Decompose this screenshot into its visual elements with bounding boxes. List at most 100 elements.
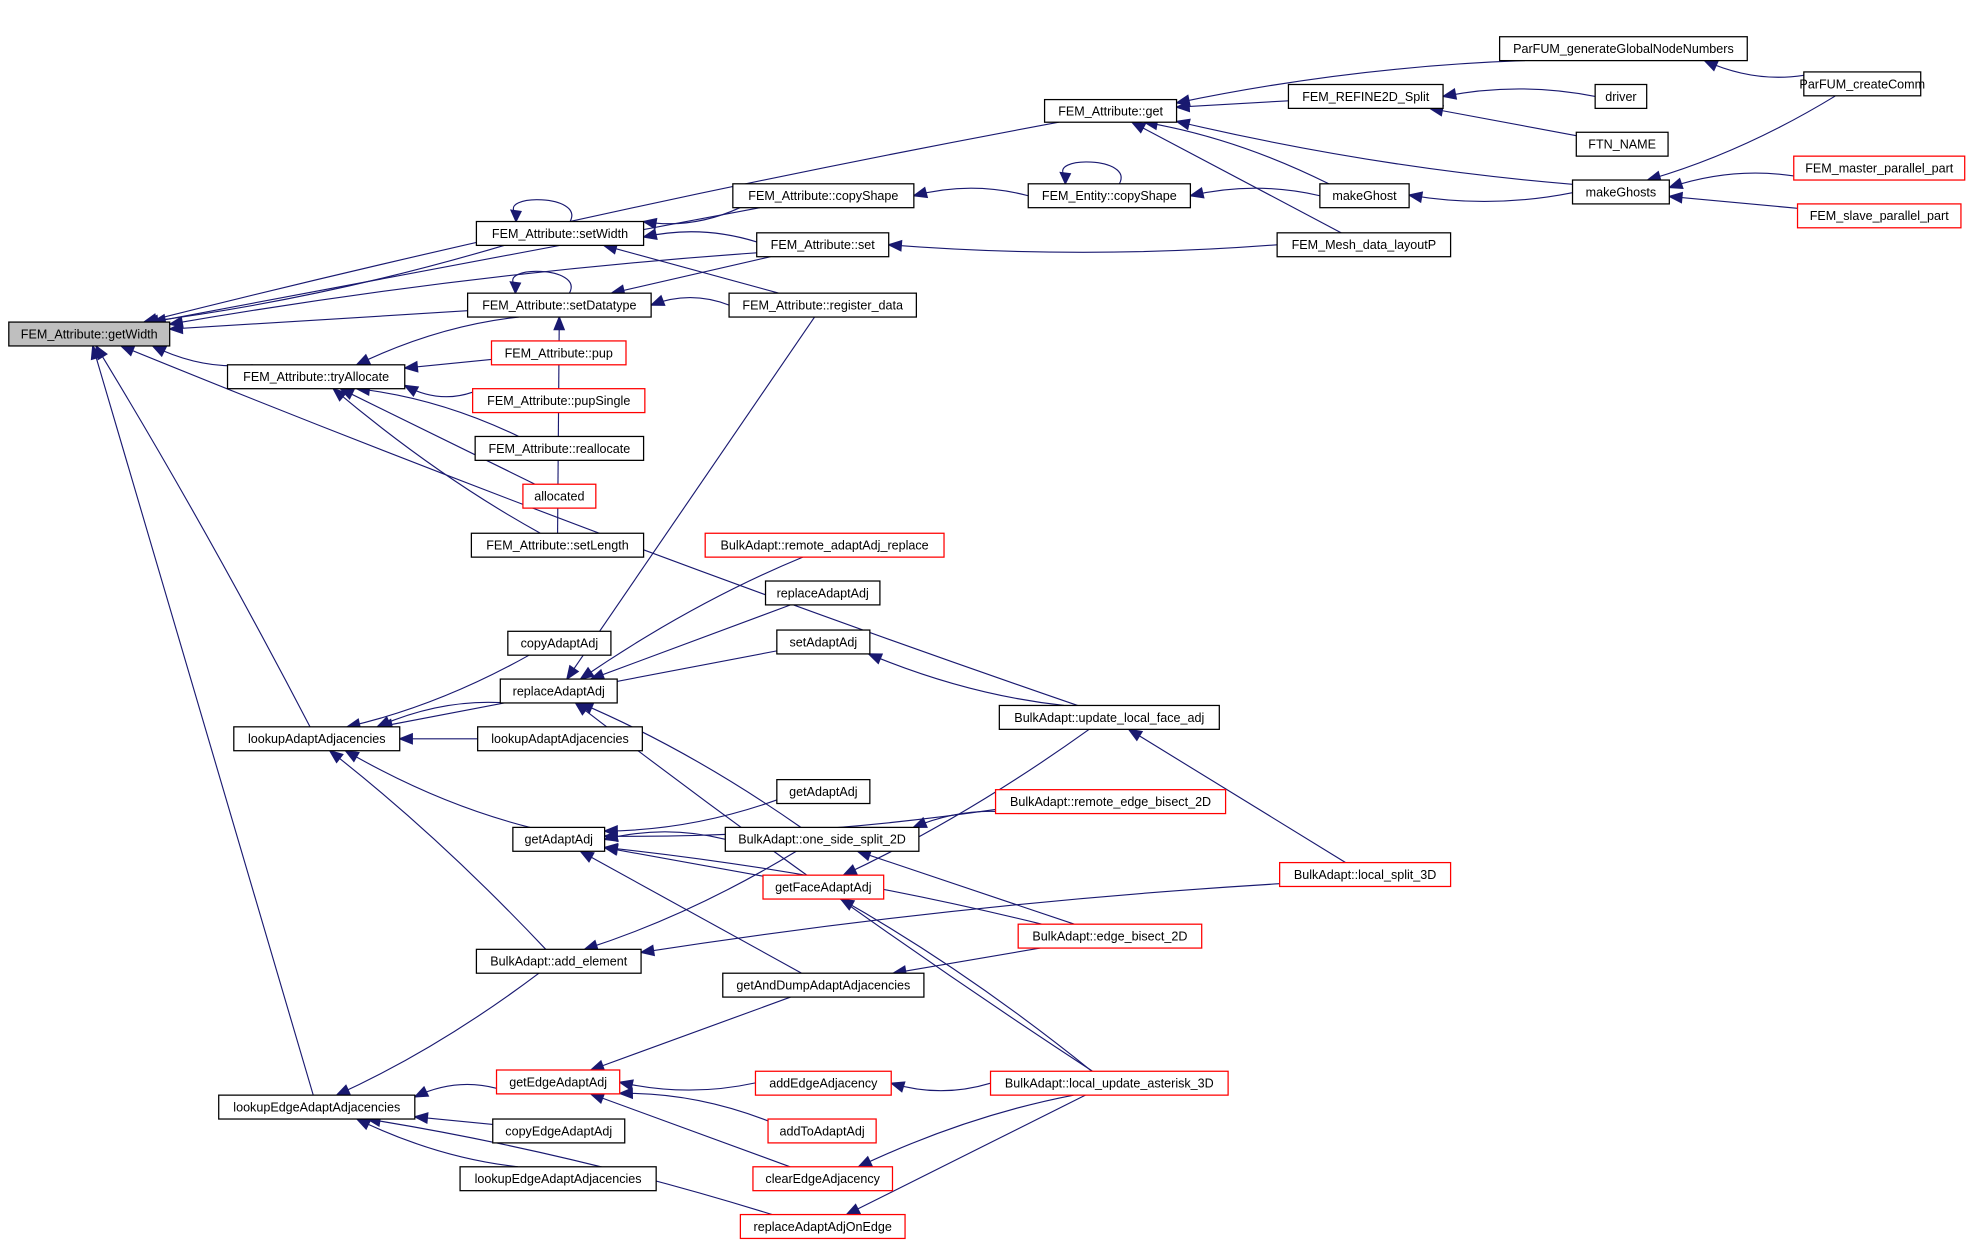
arrowhead-icon — [839, 898, 856, 911]
graph-node[interactable]: getAndDumpAdaptAdjacencies — [722, 972, 925, 998]
node-label: FEM_slave_parallel_part — [1810, 209, 1949, 223]
graph-node[interactable]: FEM_Attribute::setDatatype — [466, 292, 652, 318]
node-box — [218, 1094, 416, 1120]
graph-node[interactable]: replaceAdaptAdj — [499, 678, 618, 704]
graph-node[interactable]: getAdaptAdj — [512, 826, 606, 852]
node-label: FEM_Mesh_data_layoutP — [1292, 238, 1437, 252]
node-box — [994, 789, 1227, 815]
node-box — [776, 629, 871, 655]
call-edge — [580, 556, 804, 680]
graph-node[interactable]: FEM_Mesh_data_layoutP — [1276, 232, 1452, 258]
node-box — [495, 1069, 621, 1095]
graph-node[interactable]: lookupAdaptAdjacencies — [233, 726, 401, 752]
graph-node[interactable]: FTN_NAME — [1575, 131, 1669, 157]
node-box — [1575, 131, 1669, 157]
arrowhead-icon — [889, 1081, 906, 1093]
graph-node[interactable]: FEM_Attribute::get — [1043, 98, 1178, 123]
graph-node[interactable]: BulkAdapt::local_split_3D — [1279, 861, 1452, 888]
node-label: getFaceAdaptAdj — [775, 881, 871, 895]
arrowhead-icon — [639, 944, 656, 957]
graph-node[interactable]: BulkAdapt::edge_bisect_2D — [1017, 923, 1203, 949]
node-box — [767, 1118, 877, 1144]
graph-node[interactable]: lookupEdgeAdaptAdjacencies — [459, 1166, 657, 1192]
call-edge — [840, 898, 1093, 1072]
node-label: ParFUM_generateGlobalNodeNumbers — [1513, 42, 1734, 56]
graph-node[interactable]: FEM_Attribute::register_data — [728, 292, 917, 318]
graph-node[interactable]: FEM_Attribute::copyShape — [732, 183, 915, 209]
arrowhead-icon — [1188, 186, 1205, 199]
graph-node[interactable]: setAdaptAdj — [776, 629, 871, 655]
graph-node[interactable]: BulkAdapt::add_element — [475, 948, 642, 974]
node-label: FEM_Attribute::getWidth — [21, 327, 158, 341]
graph-node[interactable]: replaceAdaptAdjOnEdge — [739, 1213, 906, 1240]
graph-node[interactable]: clearEdgeAdjacency — [752, 1166, 894, 1192]
node-box — [1571, 179, 1670, 205]
call-edge — [913, 187, 1029, 197]
graph-node[interactable]: FEM_Attribute::tryAllocate — [226, 364, 406, 390]
node-label: FEM_Attribute::reallocate — [488, 442, 630, 456]
node-label: FEM_Attribute::register_data — [742, 299, 903, 313]
graph-node[interactable]: ParFUM_generateGlobalNodeNumbers — [1498, 36, 1748, 62]
call-edge — [332, 388, 541, 534]
node-box — [233, 726, 401, 752]
graph-node[interactable]: FEM_REFINE2D_Split — [1287, 83, 1444, 110]
node-box — [492, 1118, 626, 1144]
call-edge — [367, 1118, 773, 1216]
graph-node[interactable]: BulkAdapt::one_side_split_2D — [724, 826, 920, 852]
graph-node[interactable]: addToAdaptAdj — [767, 1118, 877, 1144]
node-box — [477, 726, 643, 752]
graph-node[interactable]: BulkAdapt::local_update_asterisk_3D — [989, 1070, 1229, 1096]
graph-node[interactable]: replaceAdaptAdj — [764, 580, 881, 606]
graph-node[interactable]: driver — [1594, 83, 1648, 110]
arrowhead-icon — [355, 353, 372, 366]
graph-node[interactable]: FEM_Attribute::reallocate — [474, 435, 645, 461]
graph-node[interactable]: FEM_Attribute::setWidth — [475, 220, 645, 247]
node-box — [459, 1166, 657, 1192]
node-box — [739, 1213, 906, 1240]
node-label: BulkAdapt::edge_bisect_2D — [1032, 930, 1187, 944]
graph-node[interactable]: lookupAdaptAdjacencies — [477, 726, 643, 752]
call-edge — [1176, 100, 1289, 108]
node-box — [989, 1070, 1229, 1096]
call-edge — [566, 316, 816, 680]
graph-node[interactable]: FEM_Entity::copyShape — [1027, 183, 1192, 209]
call-edge — [643, 231, 757, 243]
node-box — [1594, 83, 1648, 110]
graph-node[interactable]: FEM_Attribute::pupSingle — [472, 388, 646, 414]
graph-node[interactable]: FEM_Attribute::set — [756, 232, 890, 258]
graph-node[interactable]: ParFUM_createComm — [1799, 71, 1925, 97]
graph-node[interactable]: getFaceAdaptAdj — [762, 874, 885, 900]
call-edge — [356, 1118, 518, 1168]
node-box — [507, 630, 612, 656]
node-box — [704, 532, 945, 558]
node-label: FEM_Entity::copyShape — [1042, 189, 1177, 203]
graph-node[interactable]: FEM_slave_parallel_part — [1796, 203, 1962, 229]
graph-node[interactable]: copyAdaptAdj — [507, 630, 612, 656]
graph-node[interactable]: copyEdgeAdaptAdj — [492, 1118, 626, 1144]
graph-node[interactable]: getEdgeAdaptAdj — [495, 1069, 621, 1095]
graph-node[interactable]: makeGhost — [1319, 183, 1410, 209]
node-box — [1287, 83, 1444, 110]
call-edge — [868, 653, 1065, 707]
graph-node[interactable]: FEM_Attribute::setLength — [470, 532, 645, 558]
node-label: BulkAdapt::local_split_3D — [1294, 868, 1436, 882]
call-edge — [169, 252, 757, 325]
graph-node[interactable]: FEM_Attribute::pup — [490, 340, 627, 366]
arrowhead-icon — [335, 1084, 352, 1096]
node-box — [998, 704, 1220, 730]
graph-node[interactable]: addEdgeAdjacency — [754, 1070, 892, 1096]
node-box — [1027, 183, 1192, 209]
call-edge — [584, 850, 797, 950]
call-edge — [1190, 187, 1320, 197]
graph-node[interactable]: BulkAdapt::remote_adaptAdj_replace — [704, 532, 945, 558]
graph-node[interactable]: getAdaptAdj — [776, 778, 871, 805]
graph-node[interactable]: FEM_master_parallel_part — [1793, 155, 1966, 181]
arrowhead-icon — [509, 281, 522, 295]
graph-node[interactable]: allocated — [522, 483, 597, 509]
call-edge — [340, 388, 536, 485]
arrowhead-icon — [857, 1155, 874, 1168]
graph-node[interactable]: makeGhosts — [1571, 179, 1670, 205]
graph-node[interactable]: lookupEdgeAdaptAdjacencies — [218, 1094, 416, 1120]
graph-node[interactable]: BulkAdapt::remote_edge_bisect_2D — [994, 789, 1227, 815]
graph-node[interactable]: BulkAdapt::update_local_face_adj — [998, 704, 1220, 730]
